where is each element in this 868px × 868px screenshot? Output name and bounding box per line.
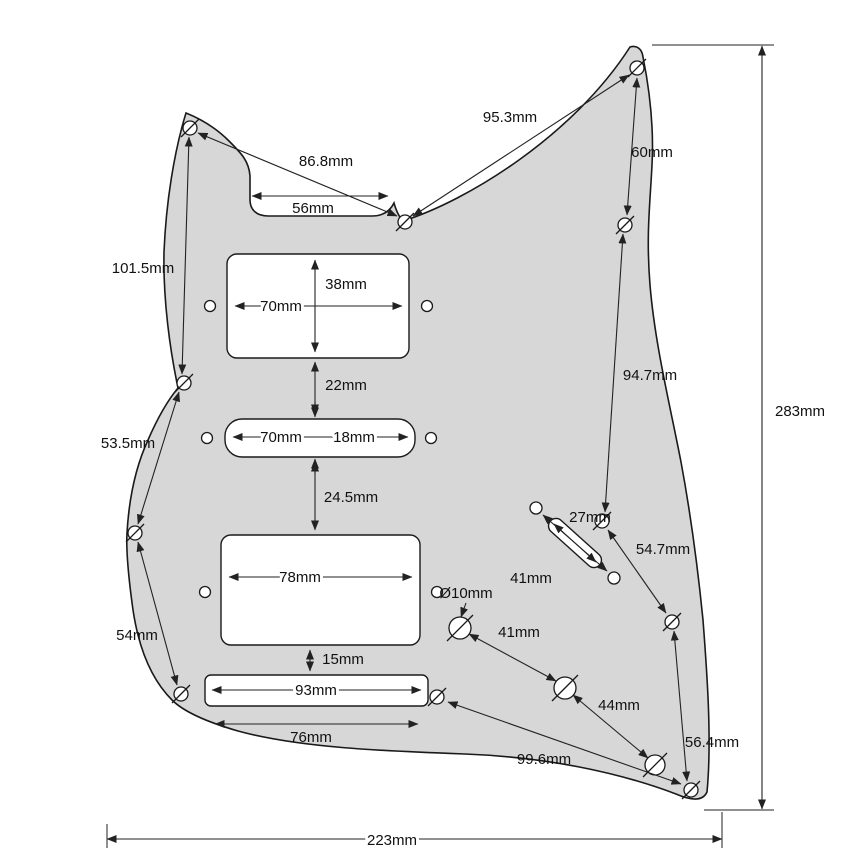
dim-line-60 — [623, 77, 641, 216]
dimension-label: 22mm — [325, 377, 367, 394]
dimension-label: 95.3mm — [483, 109, 537, 126]
dimension-label: 54mm — [116, 627, 158, 644]
dim-line-86-8 — [197, 132, 398, 217]
middle-pickup-cutout — [224, 418, 416, 458]
dimension-label: 70mm — [260, 298, 302, 315]
pickup-screw-hole — [198, 585, 212, 599]
dimension-label: 41mm — [498, 624, 540, 641]
dimension-label: 78mm — [279, 569, 321, 586]
dim-leader-diameter-10 — [460, 602, 468, 618]
dim-line-95-3 — [412, 74, 630, 217]
switch-screw-hole — [529, 501, 543, 515]
dim-line-54 — [136, 541, 179, 686]
dimension-label: Ø10mm — [439, 585, 492, 602]
dimension-label: 24.5mm — [324, 489, 378, 506]
dimension-label: 54.7mm — [636, 541, 690, 558]
dimension-label: 223mm — [367, 832, 417, 849]
dimension-label: 41mm — [510, 570, 552, 587]
dimension-label: 38mm — [325, 276, 367, 293]
dim-line-27 — [553, 523, 597, 563]
pickup-screw-hole — [203, 299, 217, 313]
dimension-label: 283mm — [775, 403, 825, 420]
dimension-label: 53.5mm — [101, 435, 155, 452]
dimension-label: 60mm — [631, 144, 673, 161]
dim-line-99-6 — [447, 701, 682, 785]
pickup-screw-hole — [420, 299, 434, 313]
dim-line-44 — [572, 694, 649, 759]
dim-line-94-7 — [601, 233, 627, 513]
dimension-label: 15mm — [322, 651, 364, 668]
switch-screw-hole — [607, 571, 621, 585]
dim-line-54-7 — [607, 529, 667, 614]
dimension-label: 27mm — [569, 509, 611, 526]
dimension-label: 56mm — [292, 200, 334, 217]
dimension-label: 101.5mm — [112, 260, 175, 277]
dimension-label: 56.4mm — [685, 734, 739, 751]
bridge-humbucker-cutout — [220, 534, 421, 646]
dimension-label: 93mm — [295, 682, 337, 699]
pickup-screw-hole — [200, 431, 214, 445]
dimension-label: 18mm — [333, 429, 375, 446]
dim-line-53-5 — [136, 391, 181, 525]
pickup-screw-hole — [430, 585, 444, 599]
dimension-label: 76mm — [290, 729, 332, 746]
dim-line-41-pots — [468, 633, 557, 682]
dimension-label: 94.7mm — [623, 367, 677, 384]
dimension-label: 99.6mm — [517, 751, 571, 768]
dim-line-101-5 — [178, 136, 193, 375]
dimension-label: 86.8mm — [299, 153, 353, 170]
pickup-screw-hole — [424, 431, 438, 445]
dimension-label: 70mm — [260, 429, 302, 446]
dimension-label: 44mm — [598, 697, 640, 714]
